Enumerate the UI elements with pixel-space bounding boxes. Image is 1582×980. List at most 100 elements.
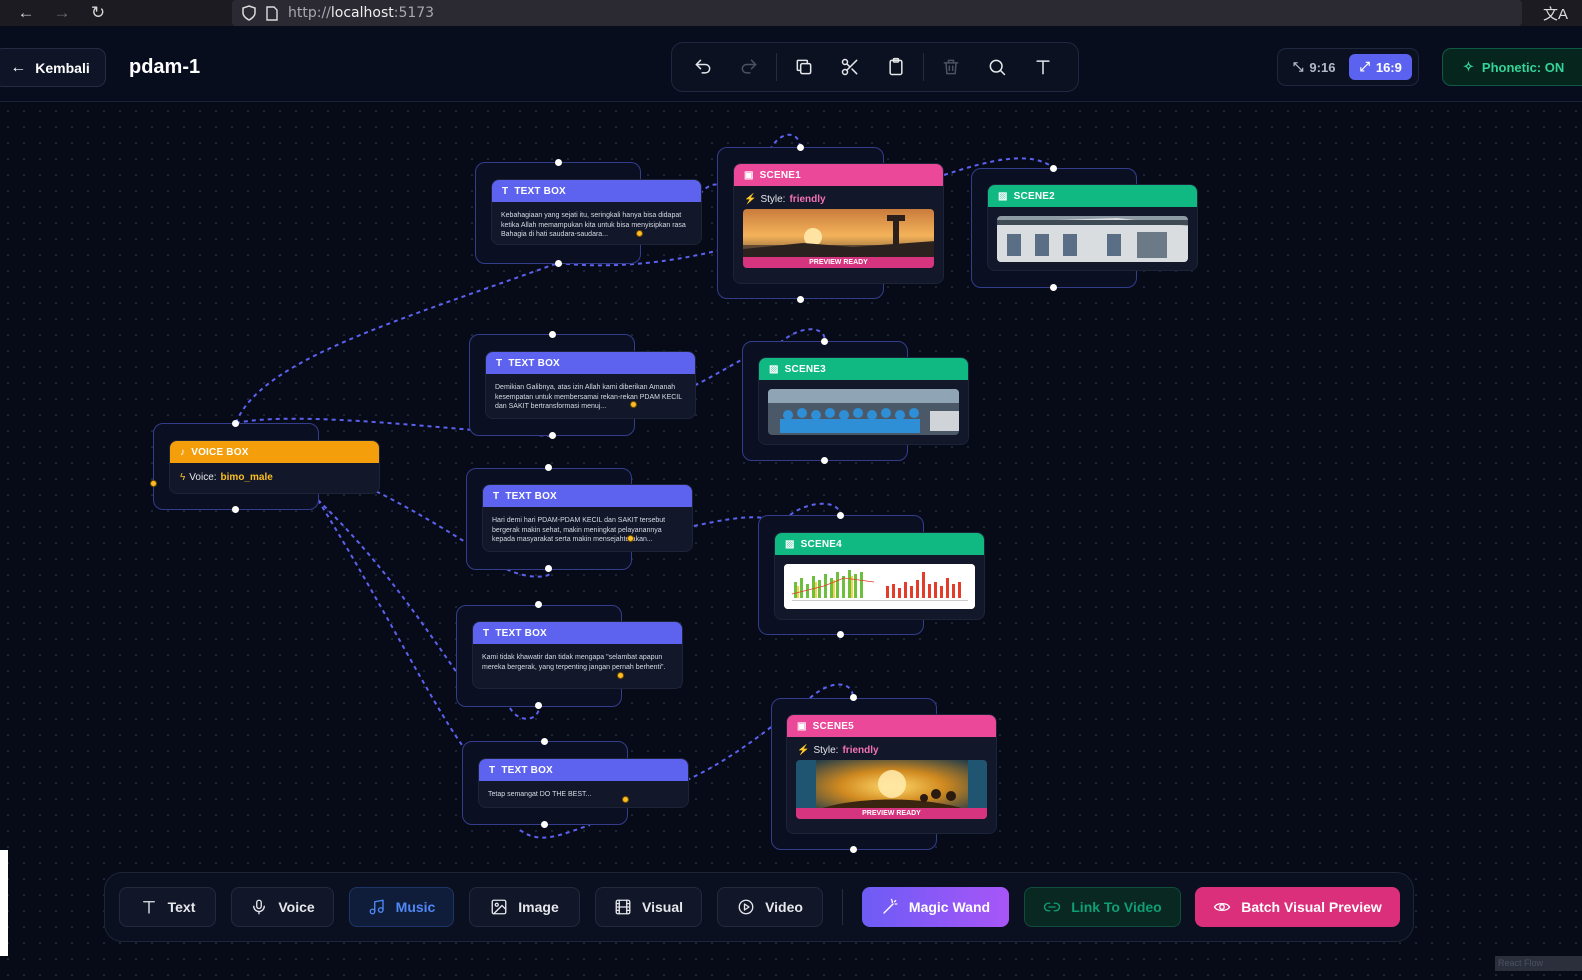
scene-node-3[interactable]: ▨SCENE3	[758, 357, 969, 445]
scene-style: ⚡Style:friendly	[787, 737, 996, 760]
node-handle[interactable]	[821, 338, 828, 345]
node-handle[interactable]	[627, 535, 634, 542]
node-handle[interactable]	[850, 846, 857, 853]
copy-button[interactable]	[781, 49, 827, 85]
add-image-button[interactable]: Image	[469, 887, 580, 927]
node-handle[interactable]	[232, 506, 239, 513]
node-handle[interactable]	[535, 702, 542, 709]
search-button[interactable]	[974, 49, 1020, 85]
node-handle[interactable]	[541, 821, 548, 828]
wand-icon: ⚡	[797, 745, 810, 756]
building-image	[997, 216, 1188, 262]
ratio-landscape-button[interactable]: ⤢16:9	[1349, 54, 1412, 80]
style-value: friendly	[789, 194, 826, 205]
ratio-portrait-label: 9:16	[1309, 59, 1336, 75]
magic-wand-button[interactable]: Magic Wand	[862, 887, 1009, 927]
edit-toolbar	[671, 42, 1079, 92]
node-handle[interactable]	[545, 565, 552, 572]
address-bar[interactable]: http://localhost:5173	[232, 0, 1522, 26]
node-handle[interactable]	[555, 159, 562, 166]
paste-button[interactable]	[873, 49, 919, 85]
cut-button[interactable]	[827, 49, 873, 85]
scene-node-1[interactable]: ▣SCENE1 ⚡Style:friendly PREVIEW READY	[733, 163, 944, 284]
node-title: TEXT BOX	[508, 357, 560, 369]
shrink-icon: ⤡	[1293, 59, 1304, 74]
node-handle[interactable]	[549, 432, 556, 439]
scene-node-2[interactable]: ▨SCENE2	[987, 184, 1198, 271]
add-image-label: Image	[518, 899, 559, 915]
text-node-5[interactable]: T TEXT BOX Tetap semangat DO THE BEST...	[478, 758, 689, 808]
undo-button[interactable]	[680, 49, 726, 85]
browser-back-icon[interactable]: ←	[17, 3, 35, 22]
url-text: http://localhost:5173	[288, 5, 435, 21]
node-title: SCENE1	[759, 169, 801, 181]
node-handle[interactable]	[636, 230, 643, 237]
react-flow-attribution[interactable]: React Flow	[1495, 956, 1582, 971]
node-handle[interactable]	[555, 260, 562, 267]
ratio-portrait-button[interactable]: ⤡ 9:16	[1283, 54, 1345, 80]
style-label: Style:	[813, 745, 839, 756]
node-title: TEXT BOX	[514, 185, 566, 197]
image-icon	[491, 899, 507, 915]
scene-node-header: ▨SCENE4	[775, 533, 984, 555]
style-value: friendly	[842, 745, 879, 756]
node-handle[interactable]	[622, 796, 629, 803]
text-icon: T	[483, 627, 490, 639]
add-music-label: Music	[395, 899, 436, 915]
text-node-header: T TEXT BOX	[479, 759, 688, 781]
translate-icon[interactable]: 文A	[1542, 6, 1568, 23]
add-video-button[interactable]: Video	[717, 887, 823, 927]
add-video-label: Video	[765, 899, 803, 915]
text-tool-button[interactable]	[1020, 49, 1066, 85]
bar-chart-image	[784, 564, 975, 609]
add-music-button[interactable]: Music	[349, 887, 454, 927]
scene-node-5[interactable]: ▣SCENE5 ⚡Style:friendly PREVIEW READY	[786, 714, 997, 834]
node-handle[interactable]	[541, 738, 548, 745]
node-handle[interactable]	[797, 144, 804, 151]
group-photo-image	[768, 389, 959, 435]
node-handle[interactable]	[850, 694, 857, 701]
add-visual-button[interactable]: Visual	[595, 887, 702, 927]
batch-visual-preview-button[interactable]: Batch Visual Preview	[1195, 887, 1400, 927]
voice-value: bimo_male	[220, 472, 273, 483]
node-handle[interactable]	[797, 296, 804, 303]
phonetic-toggle[interactable]: ✧ Phonetic: ON	[1442, 48, 1582, 86]
app-header: ← Kembali pdam-1 ⤡9:16 ⤢16:9 ✧ Phonetic:…	[0, 26, 1582, 102]
preview-ready-badge: PREVIEW READY	[743, 257, 934, 268]
node-handle[interactable]	[150, 480, 157, 487]
node-title: TEXT BOX	[501, 764, 553, 776]
text-node-content: Tetap semangat DO THE BEST...	[488, 791, 592, 798]
node-handle[interactable]	[837, 631, 844, 638]
browser-forward-icon[interactable]: →	[53, 3, 71, 22]
node-handle[interactable]	[549, 331, 556, 338]
delete-button[interactable]	[928, 49, 974, 85]
node-handle[interactable]	[630, 401, 637, 408]
back-button[interactable]: ← Kembali	[0, 48, 106, 87]
node-handle[interactable]	[1050, 284, 1057, 291]
scene-node-4[interactable]: ▨SCENE4	[774, 532, 985, 620]
node-handle[interactable]	[821, 457, 828, 464]
browser-reload-icon[interactable]: ↻	[90, 3, 106, 22]
add-voice-button[interactable]: Voice	[231, 887, 334, 927]
node-handle[interactable]	[1050, 165, 1057, 172]
add-text-button[interactable]: Text	[119, 887, 216, 927]
redo-button[interactable]	[726, 49, 772, 85]
cut-icon	[841, 58, 858, 76]
node-handle[interactable]	[617, 672, 624, 679]
text-icon: T	[489, 764, 496, 776]
node-handle[interactable]	[545, 464, 552, 471]
text-icon: T	[493, 490, 500, 502]
node-handle[interactable]	[837, 512, 844, 519]
image-icon: ▨	[769, 363, 779, 375]
node-handle[interactable]	[535, 601, 542, 608]
node-handle[interactable]	[232, 420, 239, 427]
node-title: VOICE BOX	[191, 446, 249, 458]
link-to-video-button[interactable]: Link To Video	[1024, 887, 1181, 927]
